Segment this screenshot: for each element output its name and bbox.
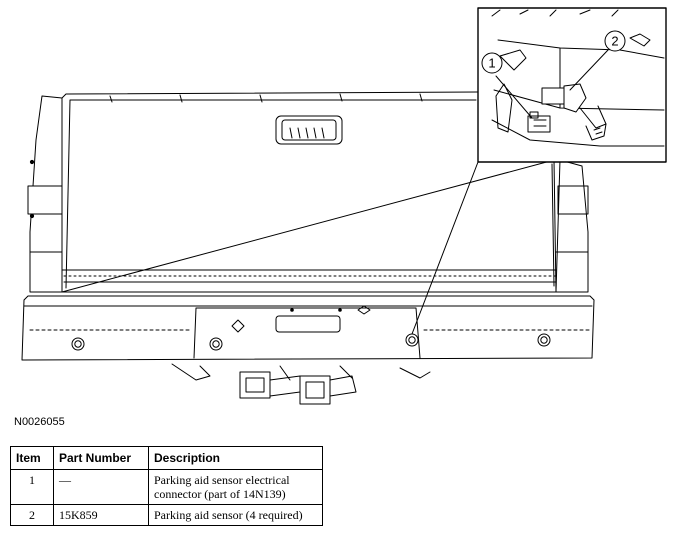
right-taillight [555, 159, 589, 293]
trailer-hitch [171, 363, 431, 405]
bumper-sensor [209, 337, 223, 351]
parking-aid-sensor [541, 83, 607, 141]
callout-1-label: 1 [488, 56, 495, 71]
row-part-number: 15K859 [53, 504, 149, 526]
tailgate-bumper-illustration: 1 2 [21, 7, 667, 405]
row-item: 2 [10, 504, 54, 526]
table-header-row: Item Part Number Description [10, 446, 323, 470]
bumper-sensor [537, 333, 551, 347]
tailgate-handle [275, 115, 343, 145]
figure-id: N0026055 [14, 416, 65, 428]
leader-line [411, 161, 479, 335]
bumper-sensor [71, 337, 85, 351]
rear-bumper [21, 295, 595, 361]
row-description: Parking aid sensor (4 required) [148, 504, 323, 526]
callout-1: 1 [481, 52, 503, 74]
callout-2: 2 [604, 30, 626, 52]
callout-leader-2 [569, 49, 609, 91]
tailgate [61, 91, 557, 293]
left-taillight [27, 95, 63, 293]
table-row: 2 15K859 Parking aid sensor (4 required) [10, 504, 323, 526]
callout-2-label: 2 [611, 34, 618, 49]
callout-leader-1 [495, 75, 533, 119]
row-item: 1 [10, 469, 54, 505]
header-description: Description [148, 446, 323, 470]
sensor-connector [527, 111, 551, 133]
parts-table: Item Part Number Description 1 — Parking… [10, 446, 323, 526]
bumper-sensor [405, 333, 419, 347]
header-item: Item [10, 446, 54, 470]
table-row: 1 — Parking aid sensor electrical connec… [10, 469, 323, 505]
row-part-number: — [53, 469, 149, 505]
row-description: Parking aid sensor electrical connector … [148, 469, 323, 505]
header-part-number: Part Number [53, 446, 149, 470]
